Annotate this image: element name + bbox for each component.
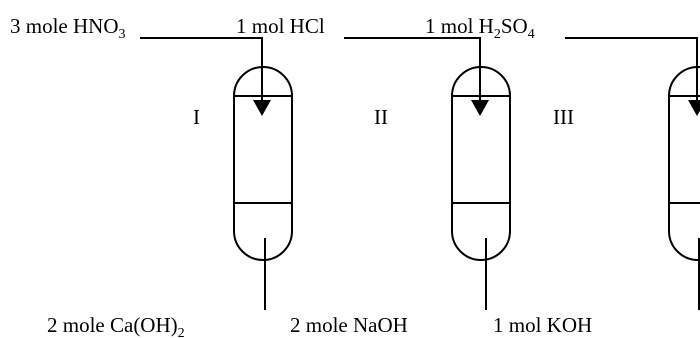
tube-2-numeral: II (374, 105, 388, 129)
tube-1-body (233, 66, 293, 261)
arrow-head-1 (253, 100, 271, 116)
base-label-3: 1 mol KOH (493, 313, 592, 337)
tube-3 (668, 66, 700, 261)
arrow-head-2 (471, 100, 489, 116)
tube-1-numeral: I (193, 105, 200, 129)
acid-feed-lines (140, 37, 700, 116)
acid-label-3: 1 mol H2SO4 (425, 14, 535, 42)
base-feed-lines (264, 238, 700, 310)
acid-feed-line-3 (565, 37, 698, 104)
tube-1 (233, 66, 293, 261)
acid-label-2: 1 mol HCl (236, 14, 325, 38)
base-label-2: 2 mole NaOH (290, 313, 408, 337)
base-label-1: 2 mole Ca(OH)2 (47, 313, 185, 338)
acid-feed-line-1 (140, 37, 263, 104)
acid-label-1: 3 mole HNO3 (10, 14, 126, 42)
arrow-head-3 (688, 100, 700, 116)
acid-feed-line-2 (344, 37, 481, 104)
tube-3-numeral: III (553, 105, 574, 129)
tube-2-body (451, 66, 511, 261)
tube-3-body (668, 66, 700, 261)
tube-2 (451, 66, 511, 261)
